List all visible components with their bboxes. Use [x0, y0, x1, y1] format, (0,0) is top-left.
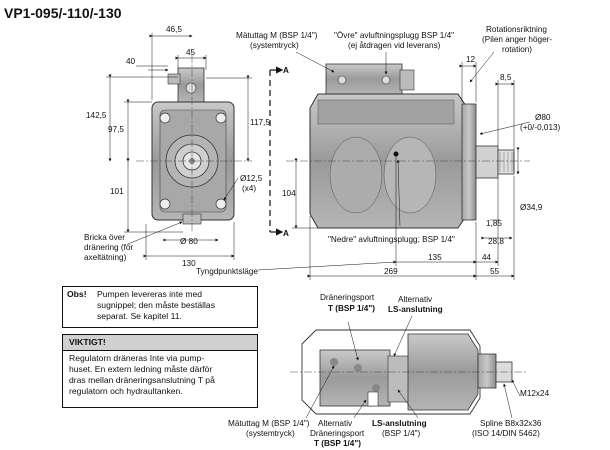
alt-ls-label-1: Alternativ: [398, 295, 433, 304]
rotation-label-1: Rotationsriktning: [486, 25, 547, 34]
spline-label-2: (ISO 14/DIN 5462): [472, 429, 540, 438]
warning-heading: VIKTIGT!: [63, 335, 257, 351]
alt-ls-label-2: LS-anslutning: [388, 305, 443, 314]
alt-drain-label-1: Alternativ: [318, 419, 353, 428]
ls-port-label-2: (BSP 1/4"): [382, 429, 421, 438]
front-dimensions: [106, 33, 252, 260]
dim-80-side: Ø80: [535, 113, 551, 122]
dim-104: 104: [282, 189, 296, 198]
dim-97-5: 97,5: [108, 125, 124, 134]
warning-line-4: regulatorn och hydraultanken.: [69, 386, 183, 396]
section-a-top: A: [283, 66, 289, 75]
gravity-point-label: Tyngdpunktsläge: [196, 267, 258, 276]
side-view-pump: [286, 63, 530, 229]
m12-label: M12x24: [520, 389, 550, 398]
section-a-bottom: A: [283, 229, 289, 238]
section-leaders: [305, 315, 521, 419]
ls-port-label-1: LS-anslutning: [372, 419, 427, 428]
dim-45: 45: [186, 48, 196, 57]
dim-40: 40: [126, 57, 136, 66]
front-view-pump: [136, 55, 252, 232]
rotation-label-2: (Pilen anger höger-: [482, 35, 552, 44]
dim-46-5: 46,5: [166, 25, 182, 34]
page-title: VP1-095/-110/-130: [4, 5, 122, 21]
note-box-obs: Obs! Pumpen levereras inte med sugnippel…: [62, 286, 258, 328]
dim-12-5-count: (x4): [242, 184, 256, 193]
ovre-plug-label-1: "Övre" avluftningsplugg BSP 1/4": [334, 30, 454, 40]
matuttag-top-label-2: (systemtryck): [250, 41, 299, 50]
nedre-plug-label: "Nedre" avluftningsplugg; BSP 1/4": [328, 235, 455, 244]
bricka-label-2: dränering (för: [84, 243, 133, 252]
dim-34-9: Ø34,9: [520, 203, 543, 212]
rotation-label-3: rotation): [502, 45, 532, 54]
dim-135: 135: [428, 253, 442, 262]
obs-row-2: sugnippel; den måste beställas: [67, 300, 253, 311]
dim-130: 130: [182, 259, 196, 268]
section-view-pump: [290, 329, 528, 415]
obs-line-3: separat. Se kapitel 11.: [97, 311, 182, 321]
obs-label: Obs!: [67, 289, 87, 299]
dim-80-front: Ø 80: [180, 237, 198, 246]
dim-12-5: Ø12,5: [240, 174, 263, 183]
obs-line-2: sugnippel; den måste beställas: [97, 300, 216, 310]
warning-line-2: huset. En extern ledning måste därför: [69, 364, 213, 374]
drain-port-label-1: Dräneringsport: [320, 293, 375, 302]
dim-80-tolerance: (+0/-0,013): [520, 123, 561, 132]
matuttag-bottom-label-2: (systemtryck): [246, 429, 295, 438]
dim-55: 55: [490, 267, 500, 276]
ovre-plug-label-2: (ej åtdragen vid leverans): [348, 40, 441, 50]
alt-drain-label-2: Dräneringsport: [310, 429, 365, 438]
dim-269: 269: [384, 267, 398, 276]
obs-row-1: Obs! Pumpen levereras inte med: [67, 289, 253, 300]
obs-row-3: separat. Se kapitel 11.: [67, 311, 253, 322]
alt-drain-label-3: T (BSP 1/4"): [314, 439, 361, 448]
side-dimensions: [257, 51, 531, 280]
spline-label-1: Spline B8x32x36: [480, 419, 542, 428]
matuttag-top-label-1: Mätuttag M (BSP 1/4"): [236, 31, 318, 40]
matuttag-bottom-label-1: Mätuttag M (BSP 1/4"): [228, 419, 310, 428]
dim-117-5: 117,5: [250, 118, 270, 127]
dim-1-85: 1,85: [486, 219, 502, 228]
warning-body: Regulatorn dräneras Inte via pump- huset…: [63, 351, 257, 399]
warning-line-3: dras mellan dräneringsanslutning T på: [69, 375, 215, 385]
drain-port-label-2: T (BSP 1/4"): [328, 304, 375, 313]
dim-8-5: 8,5: [500, 73, 512, 82]
dim-28-8: 28,8: [488, 237, 504, 246]
warning-box-viktigt: VIKTIGT! Regulatorn dräneras Inte via pu…: [62, 334, 258, 408]
bricka-label-1: Bricka över: [84, 233, 125, 242]
dim-142-5: 142,5: [86, 111, 107, 120]
warning-line-1: Regulatorn dräneras Inte via pump-: [69, 353, 205, 363]
dim-101: 101: [110, 187, 124, 196]
bricka-label-3: axeltätning): [84, 253, 127, 262]
dim-12: 12: [466, 55, 476, 64]
dim-44: 44: [482, 253, 492, 262]
section-marker-a: [269, 66, 284, 236]
obs-line-1: Pumpen levereras inte med: [97, 289, 203, 299]
